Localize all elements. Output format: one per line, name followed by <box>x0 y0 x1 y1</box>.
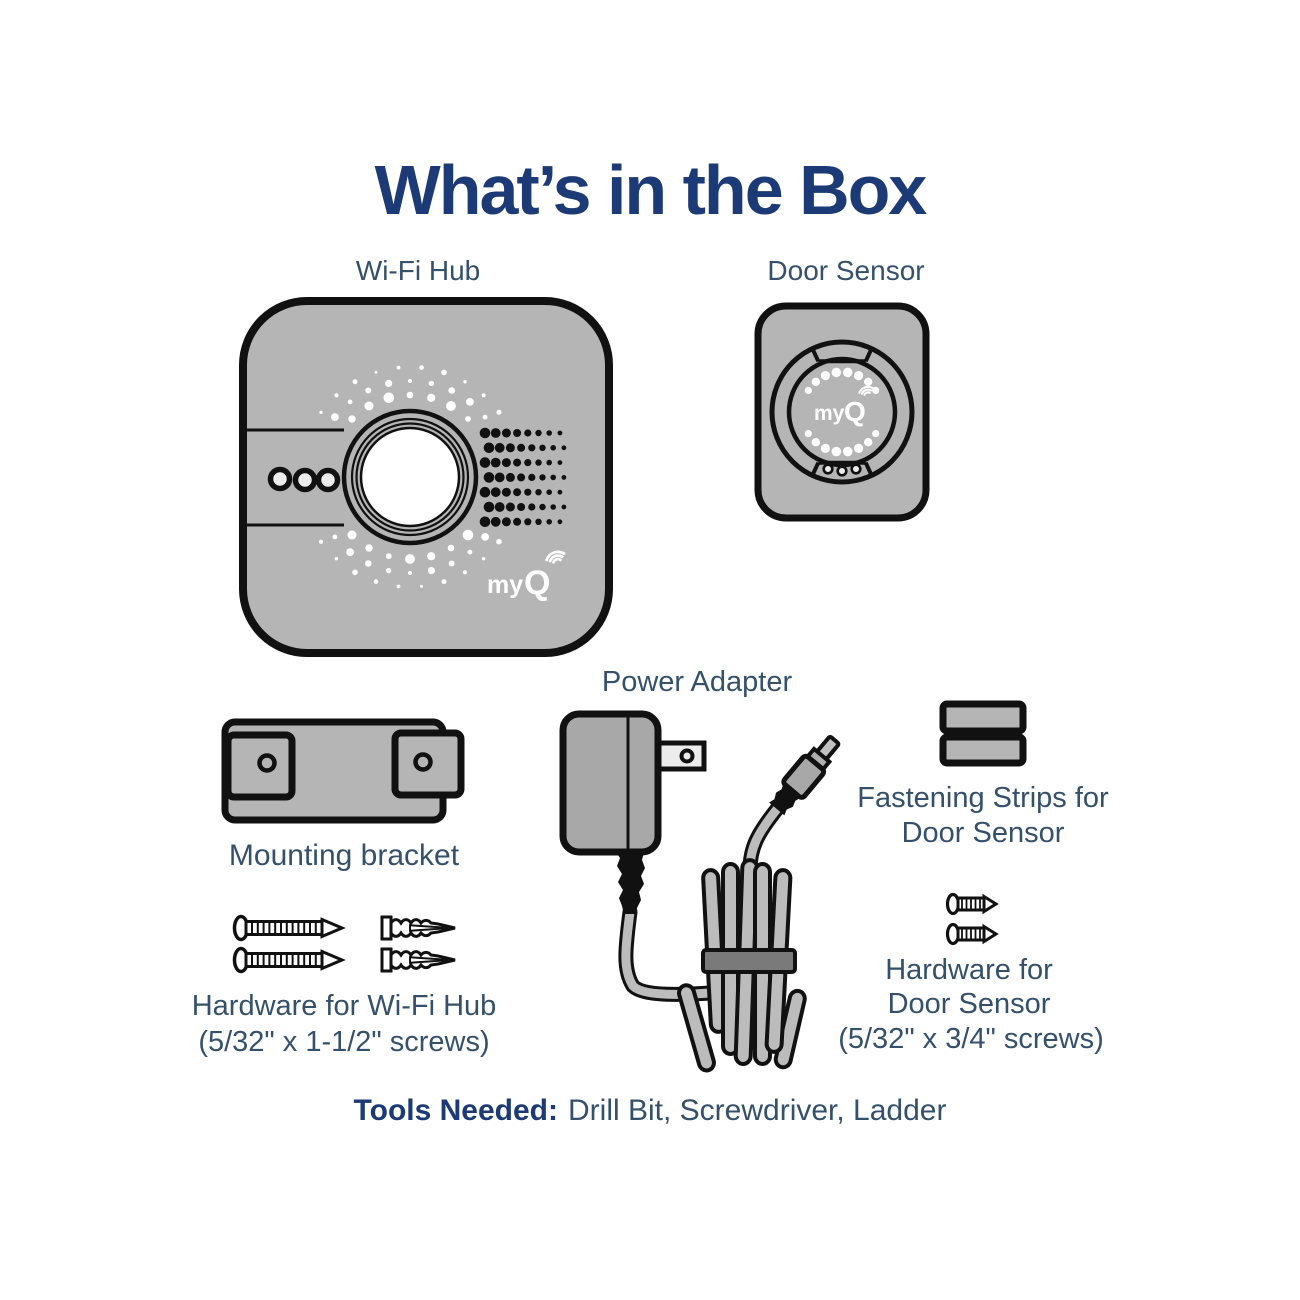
fastening-strips-illustration <box>939 700 1027 767</box>
myq-logo-hub: my Q <box>487 550 566 602</box>
sensor-bottom-leds <box>822 463 862 477</box>
hub-speaker-dots <box>479 427 567 528</box>
screw-icon <box>945 922 998 946</box>
door-sensor-illustration: my Q <box>754 302 930 522</box>
hub-band-lines <box>245 428 344 527</box>
screw-icon <box>232 914 344 942</box>
wifi-hub-hardware-label: Hardware for Wi-Fi Hub (5/32" x 1-1/2" s… <box>134 988 554 1060</box>
myq-logo-my: my <box>487 571 523 599</box>
myq-logo-q: Q <box>844 396 866 427</box>
hardware-spec-text: (5/32" x 1-1/2" screws) <box>198 1026 490 1058</box>
tools-needed-items: Drill Bit, Screwdriver, Ladder <box>568 1094 947 1127</box>
myq-logo-my: my <box>814 402 845 425</box>
page-title: What’s in the Box <box>374 151 928 229</box>
plug-strain-relief <box>616 852 645 914</box>
sensor-top-tab <box>810 347 874 364</box>
fastening-strip <box>939 700 1027 735</box>
mounting-bracket-illustration <box>221 718 465 824</box>
fastening-strip <box>939 733 1027 767</box>
plug-body <box>559 710 662 856</box>
sensor-bottom-tab <box>810 460 874 477</box>
door-sensor-label: Door Sensor <box>767 255 925 286</box>
fastening-strips-label: Fastening Strips for Door Sensor <box>857 782 1109 849</box>
hub-halo-dots <box>318 365 502 589</box>
door-sensor-hardware-illustration <box>945 892 998 946</box>
hub-lens <box>341 408 479 546</box>
power-adapter-label: Power Adapter <box>601 666 793 698</box>
bracket-right-tab <box>391 729 465 799</box>
wifi-hub-illustration: my Q <box>239 297 613 657</box>
adapter-plug <box>559 710 707 914</box>
wall-anchor-icon <box>380 947 457 973</box>
hub-indicator-lights <box>267 466 341 493</box>
bracket-left-tab <box>224 731 296 801</box>
wall-anchor-icon <box>380 915 457 941</box>
tools-needed-heading: Tools Needed: <box>353 1094 558 1127</box>
tools-needed-line: Tools Needed: Drill Bit, Screwdriver, Lad… <box>354 1094 947 1128</box>
myq-logo-q: Q <box>524 564 550 602</box>
barrel-connector <box>769 734 841 816</box>
adapter-coil <box>677 858 807 1073</box>
screw-icon <box>232 946 344 974</box>
door-sensor-hardware-spec: (5/32" x 3/4" screws) <box>838 1023 1104 1055</box>
hardware-label-text: Hardware for Wi-Fi Hub <box>191 990 497 1022</box>
sensor-dot-ring <box>804 367 880 457</box>
mounting-bracket-label: Mounting bracket <box>228 839 460 872</box>
myq-logo-sensor: my Q <box>814 385 874 427</box>
coil-tie-band <box>701 948 797 974</box>
wifi-hub-hardware-illustration <box>232 914 457 974</box>
screw-icon <box>945 892 998 916</box>
door-sensor-hardware-label: Hardware for Door Sensor <box>885 954 1053 1020</box>
wifi-hub-label: Wi-Fi Hub <box>355 255 481 286</box>
power-adapter-illustration <box>559 710 841 1073</box>
